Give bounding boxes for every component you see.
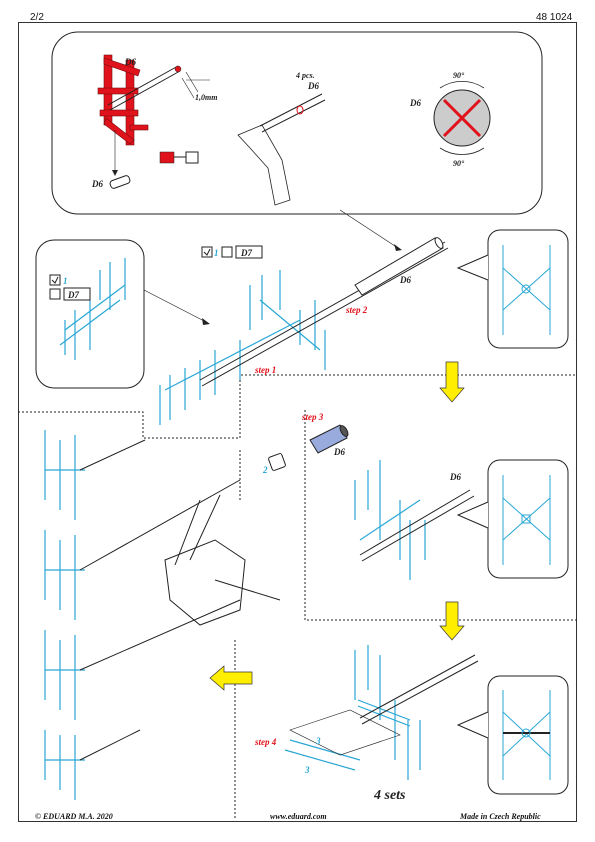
qty-label: 4 pcs. [295,71,315,80]
step3-label: step 3 [301,412,324,422]
callout-box-right-1 [487,229,569,349]
legend-left-pe: 1 [63,276,68,286]
callout-box-right-2 [487,459,569,579]
legend-center-pe: 1 [214,248,219,258]
sets-label: 4 sets [373,788,406,803]
cross-detail-3 [502,690,551,780]
part-label-d6-circle: D6 [409,98,421,108]
step1-label: step 1 [254,365,276,375]
airframe-outline [79,439,281,761]
part-label-d6-step3: D6 [333,447,345,457]
origin-label: Made in Czech Republic [460,812,541,821]
red-mast-icon [97,54,149,146]
cross-detail-1 [502,245,551,335]
arrow-down-1-icon [439,361,465,403]
final-pe-assembly [44,430,85,800]
section-dividers [18,374,577,820]
angle-top-label: 90° [453,71,465,80]
legend-center-resin: D7 [240,248,252,258]
step4-label: step 4 [254,737,277,747]
cross-detail-2 [502,475,551,565]
copyright: © EDUARD M.A. 2020 [35,812,113,821]
kit-number: 48 1024 [536,12,573,23]
pe-label-2: 2 [262,465,268,475]
arrow-down-2-icon [439,601,465,641]
legend-left-resin: D7 [67,290,79,300]
red-swatch-icon [159,151,175,164]
part-label-d6-small: D6 [91,179,103,189]
paint-icon [185,151,199,164]
arrow-left-icon [209,665,253,691]
part-label-d6: D6 [124,57,136,67]
callout-box-left [35,239,145,389]
part-label-d6-step3b: D6 [449,472,461,482]
pe-part-callout [59,258,126,360]
website-link[interactable]: www.eduard.com [270,812,327,821]
pe-label-3a: 3 [315,736,321,746]
angle-bottom-label: 90° [453,159,465,168]
pe-label-3b: 3 [304,765,310,775]
step2-label: step 2 [345,305,368,315]
part-label-d6-step2: D6 [399,275,411,285]
qty-part-label: D6 [307,81,319,91]
detail-box-top [51,31,543,215]
step1-pe-assembly [159,270,326,425]
measure-label: 1,0mm [195,93,217,102]
page-number: 2/2 [30,12,44,23]
page-frame [18,22,577,822]
step4-pe-assembly [284,645,421,780]
step3-pe-assembly [354,460,426,580]
